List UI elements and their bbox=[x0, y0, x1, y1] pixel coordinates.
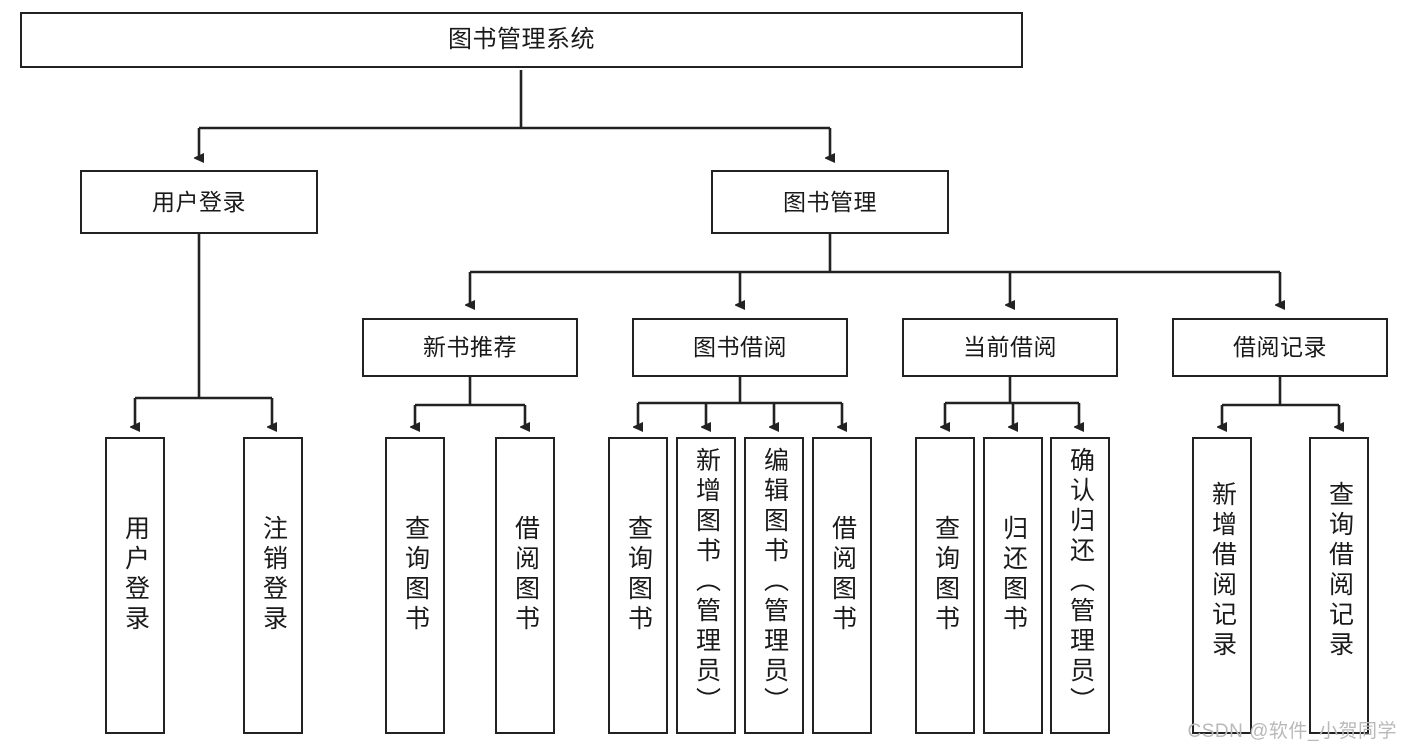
node-label: 新增借阅记录 bbox=[1208, 481, 1237, 661]
leaf-user-login-login[interactable]: 用户登录 bbox=[105, 437, 165, 734]
leaf-current-borrow-return-book[interactable]: 归还图书 bbox=[983, 437, 1043, 734]
node-root-book-management-system[interactable]: 图书管理系统 bbox=[20, 12, 1023, 68]
leaf-book-borrow-borrow-book[interactable]: 借阅图书 bbox=[812, 437, 872, 734]
node-label: 确认归还（管理员） bbox=[1066, 447, 1095, 717]
node-label: 借阅图书 bbox=[828, 515, 857, 635]
leaf-book-borrow-query-book[interactable]: 查询图书 bbox=[608, 437, 668, 734]
node-label: 借阅记录 bbox=[1233, 334, 1327, 361]
node-label: 用户登录 bbox=[121, 515, 150, 635]
node-current-borrow[interactable]: 当前借阅 bbox=[902, 318, 1118, 377]
leaf-book-borrow-edit-book-admin[interactable]: 编辑图书（管理员） bbox=[744, 437, 804, 734]
node-label: 图书管理系统 bbox=[448, 26, 595, 54]
leaf-book-borrow-add-book-admin[interactable]: 新增图书（管理员） bbox=[676, 437, 736, 734]
node-label: 查询借阅记录 bbox=[1325, 481, 1354, 661]
node-label: 图书借阅 bbox=[693, 334, 787, 361]
node-label: 注销登录 bbox=[259, 515, 288, 635]
node-label: 查询图书 bbox=[624, 515, 653, 635]
node-label: 图书管理 bbox=[783, 188, 877, 215]
node-book-borrow[interactable]: 图书借阅 bbox=[632, 318, 848, 377]
leaf-current-borrow-query-book[interactable]: 查询图书 bbox=[915, 437, 975, 734]
leaf-borrow-record-add-record[interactable]: 新增借阅记录 bbox=[1192, 437, 1252, 734]
node-new-book-recommend[interactable]: 新书推荐 bbox=[362, 318, 578, 377]
node-label: 新书推荐 bbox=[423, 334, 517, 361]
node-label: 编辑图书（管理员） bbox=[760, 447, 789, 717]
leaf-new-book-query-book[interactable]: 查询图书 bbox=[385, 437, 445, 734]
node-user-login[interactable]: 用户登录 bbox=[80, 170, 318, 234]
leaf-user-login-logout[interactable]: 注销登录 bbox=[243, 437, 303, 734]
node-borrow-record[interactable]: 借阅记录 bbox=[1172, 318, 1388, 377]
node-book-management[interactable]: 图书管理 bbox=[711, 170, 949, 234]
leaf-current-borrow-confirm-return-admin[interactable]: 确认归还（管理员） bbox=[1050, 437, 1110, 734]
node-label: 归还图书 bbox=[999, 515, 1028, 635]
node-label: 查询图书 bbox=[401, 515, 430, 635]
csdn-watermark: CSDN @软件_小贺同学 bbox=[1187, 721, 1397, 742]
node-label: 查询图书 bbox=[931, 515, 960, 635]
leaf-borrow-record-query-record[interactable]: 查询借阅记录 bbox=[1309, 437, 1369, 734]
node-label: 当前借阅 bbox=[963, 334, 1057, 361]
node-label: 借阅图书 bbox=[511, 515, 540, 635]
node-label: 用户登录 bbox=[152, 188, 246, 215]
node-label: 新增图书（管理员） bbox=[692, 447, 721, 717]
leaf-new-book-borrow-book[interactable]: 借阅图书 bbox=[495, 437, 555, 734]
